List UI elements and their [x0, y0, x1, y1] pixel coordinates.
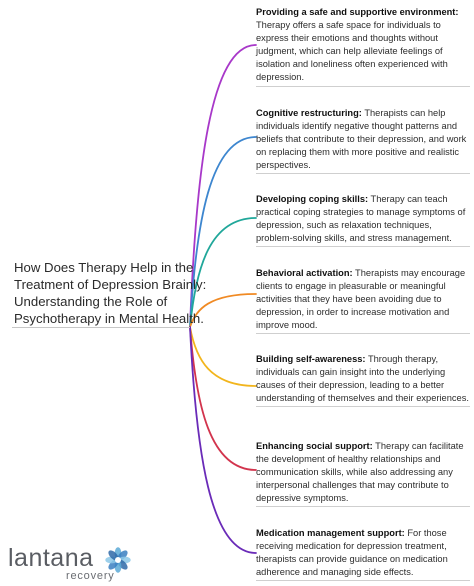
branch-underline	[256, 85, 470, 87]
branch-cognitive-restructuring: Cognitive restructuring: Therapists can …	[256, 107, 470, 175]
branch-text: Therapy offers a safe space for individu…	[256, 20, 448, 83]
connector-behavioral-activation	[189, 293, 257, 328]
connector-safe-environment	[189, 44, 257, 328]
logo-wordmark: lantana	[8, 544, 94, 572]
root-topic: How Does Therapy Help in the Treatment o…	[14, 259, 210, 327]
branch-heading: Providing a safe and supportive environm…	[256, 7, 459, 17]
branch-heading: Developing coping skills:	[256, 194, 369, 204]
flower-logo-icon	[105, 547, 131, 573]
connector-coping-skills	[189, 217, 257, 328]
branch-text: For those receiving medication for depre…	[256, 528, 448, 578]
branch-underline	[256, 246, 470, 248]
branch-heading: Behavioral activation:	[256, 268, 353, 278]
root-title: How Does Therapy Help in the Treatment o…	[14, 260, 207, 326]
branch-heading: Medication management support:	[256, 528, 405, 538]
branch-text: Therapy can teach practical coping strat…	[256, 194, 466, 244]
branch-text: Therapists can help individuals identify…	[256, 108, 467, 171]
branch-heading: Enhancing social support:	[256, 441, 373, 451]
branch-text: Therapists may encourage clients to enga…	[256, 268, 466, 331]
branch-social-support: Enhancing social support: Therapy can fa…	[256, 440, 470, 508]
branch-text: Through therapy, individuals can gain in…	[256, 354, 469, 404]
branch-heading: Cognitive restructuring:	[256, 108, 362, 118]
logo-center	[115, 557, 121, 563]
connector-self-awareness	[189, 326, 257, 387]
branch-coping-skills: Developing coping skills: Therapy can te…	[256, 193, 470, 248]
connector-medication-support	[189, 326, 257, 554]
connector-cognitive-restructuring	[189, 136, 257, 328]
branch-self-awareness: Building self-awareness: Through therapy…	[256, 353, 470, 408]
branch-behavioral-activation: Behavioral activation: Therapists may en…	[256, 267, 470, 335]
branch-heading: Building self-awareness:	[256, 354, 366, 364]
brand-logo: lantana recovery	[8, 544, 138, 584]
branch-underline	[256, 173, 470, 175]
connector-social-support	[189, 326, 257, 471]
branch-safe-environment: Providing a safe and supportive environm…	[256, 6, 470, 87]
root-underline	[12, 327, 190, 328]
branch-underline	[256, 580, 470, 582]
branch-underline	[256, 506, 470, 508]
branch-text: Therapy can facilitate the development o…	[256, 441, 464, 504]
logo-subtitle: recovery	[66, 570, 115, 582]
branch-medication-support: Medication management support: For those…	[256, 527, 470, 582]
branch-underline	[256, 406, 470, 408]
branch-underline	[256, 333, 470, 335]
